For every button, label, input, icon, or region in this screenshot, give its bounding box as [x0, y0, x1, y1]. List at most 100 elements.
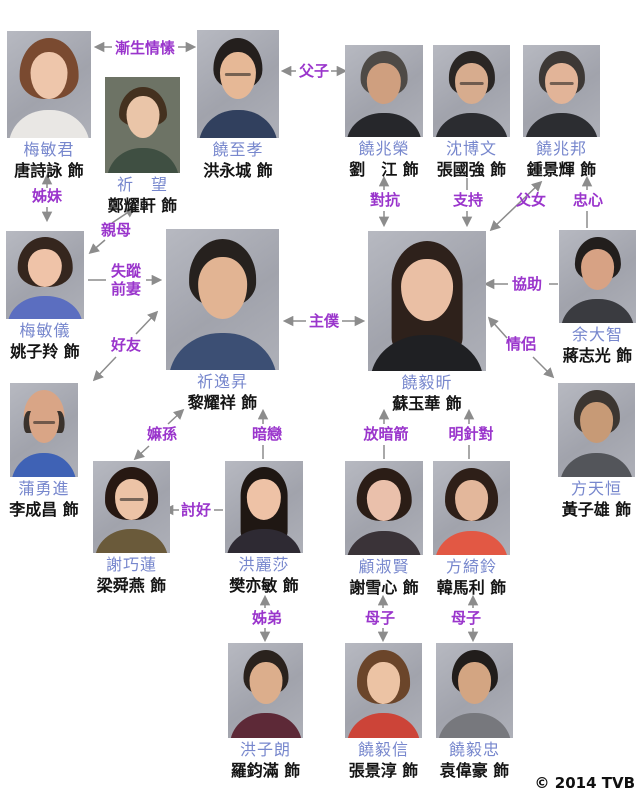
- relation-label-father-son: 父子: [298, 62, 330, 80]
- portrait-hung-lai-sa: [225, 461, 303, 553]
- actor-name: 袁偉豪 飾: [439, 761, 510, 780]
- link-birth-mother-down: [88, 239, 106, 255]
- relation-label-loyalty: 忠心: [572, 191, 604, 209]
- portrait-yiu-siu-bong: [523, 45, 600, 137]
- character-name: 饒兆邦: [535, 139, 587, 158]
- portrait-torso: [346, 113, 422, 137]
- character-name: 蒲勇進: [18, 479, 70, 498]
- portrait-torso: [94, 529, 169, 553]
- relation-label-covert-attack: 放暗箭: [363, 425, 409, 443]
- portrait-torso: [226, 529, 302, 553]
- relation-label-supports: 支持: [452, 191, 484, 209]
- portrait-torso: [7, 296, 83, 319]
- actor-name: 梁舜燕 飾: [96, 576, 167, 595]
- character-name: 祈 望: [116, 175, 168, 194]
- portrait-torso: [434, 113, 509, 137]
- glasses: [224, 73, 252, 77]
- relation-label-master-servant: 主僕: [308, 312, 340, 330]
- portrait-face: [366, 662, 401, 704]
- portrait-face: [126, 96, 159, 139]
- portrait-face: [401, 259, 453, 321]
- actor-name: 黃子雄 飾: [561, 500, 632, 519]
- actor-name: 張景淳 飾: [348, 761, 419, 780]
- actor-name: 張國強 飾: [436, 160, 507, 179]
- character-name: 祈逸昇: [196, 372, 248, 391]
- character-name: 梅敏君: [23, 140, 75, 159]
- person-card-tse-hau-lin: 謝巧蓮 梁舜燕 飾: [93, 461, 170, 594]
- relation-label-mother-son-2: 母子: [450, 609, 482, 627]
- character-name: 顧淑賢: [358, 557, 410, 576]
- actor-name: 謝雪心 飾: [349, 578, 419, 597]
- relation-label-secret-crush: 暗戀: [251, 425, 283, 443]
- portrait-tse-hau-lin: [93, 461, 170, 553]
- person-card-kei-yat-sing: 祈逸昇 黎耀祥 飾: [166, 229, 279, 411]
- actor-name: 李成昌 飾: [9, 500, 79, 519]
- portrait-face: [454, 479, 489, 522]
- relation-label-rivals: 對抗: [369, 191, 401, 209]
- portrait-torso: [198, 109, 278, 138]
- actor-name: 洪永城 飾: [203, 161, 273, 180]
- portrait-torso: [346, 713, 421, 738]
- portrait-fong-yee-ling: [433, 461, 510, 555]
- person-card-yu-tai-chi: 余大智 蔣志光 飾: [559, 230, 636, 364]
- character-name: 饒毅信: [357, 740, 409, 759]
- relation-label-line2: 前妻: [110, 280, 142, 298]
- relation-label-missing-ex-wife: 失蹤 前妻: [111, 262, 141, 298]
- portrait-torso: [559, 452, 634, 477]
- character-name: 方綺鈴: [445, 557, 497, 576]
- person-card-yiu-ngai-yan: 饒毅昕 蘇玉華 飾: [368, 231, 486, 412]
- portrait-face: [249, 662, 282, 704]
- person-card-fong-yee-ling: 方綺鈴 韓馬利 飾: [433, 461, 510, 596]
- portrait-face: [30, 52, 68, 100]
- actor-name: 蘇玉華 飾: [392, 394, 462, 413]
- portrait-face: [246, 479, 282, 520]
- relation-label-good-friends: 好友: [110, 336, 142, 354]
- portrait-po-yung-chun: [10, 383, 78, 477]
- character-name: 方天恒: [570, 479, 622, 498]
- person-card-yiu-siu-bong: 饒兆邦 鍾景輝 飾: [523, 45, 600, 178]
- portrait-torso: [106, 148, 179, 173]
- portrait-mui-man-yee: [6, 231, 84, 319]
- relation-label-father-daughter: 父女: [515, 191, 547, 209]
- portrait-yu-tai-chi: [559, 230, 636, 323]
- portrait-yiu-ngai-yan: [368, 231, 486, 371]
- actor-name: 劉 江 飾: [349, 160, 419, 179]
- person-card-koo-suk-yin: 顧淑賢 謝雪心 飾: [345, 461, 423, 596]
- character-name: 饒毅忠: [448, 740, 500, 759]
- portrait-hung-tsz-long: [228, 643, 303, 738]
- portrait-torso: [560, 298, 635, 323]
- portrait-face: [579, 401, 614, 444]
- portrait-torso: [11, 452, 77, 477]
- link-lovers-down: [532, 356, 555, 379]
- relation-label-open-hostility: 明針對: [448, 425, 494, 443]
- person-card-yiu-ngai-chung: 饒毅忠 袁偉豪 飾: [436, 643, 513, 779]
- relation-label-growing-affection: 漸生情愫: [114, 39, 176, 57]
- portrait-torso: [370, 334, 484, 371]
- portrait-kei-mong: [105, 77, 180, 173]
- portrait-yiu-siu-wing: [345, 45, 423, 137]
- link-good-friends-up: [135, 310, 159, 335]
- relation-label-sister-brother: 姊弟: [251, 609, 283, 627]
- actor-name: 黎耀祥 飾: [187, 393, 258, 412]
- actor-name: 韓馬利 飾: [436, 578, 507, 597]
- person-card-mui-man-kwan: 梅敏君 唐詩詠 飾: [7, 31, 91, 179]
- portrait-torso: [437, 713, 512, 738]
- portrait-torso: [229, 713, 302, 738]
- portrait-face: [366, 479, 402, 522]
- character-name: 饒毅昕: [401, 373, 453, 392]
- glasses: [459, 81, 484, 85]
- link-father-daughter: [489, 180, 543, 232]
- person-card-po-yung-chun: 蒲勇進 李成昌 飾: [9, 383, 79, 519]
- relation-label-grandmother-grandson: 嫲孫: [146, 425, 178, 443]
- portrait-yiu-chi-hau: [197, 30, 279, 138]
- person-card-yiu-siu-wing: 饒兆榮 劉 江 飾: [345, 45, 423, 178]
- actor-name: 姚子羚 飾: [10, 342, 80, 361]
- relation-label-line1: 失蹤: [110, 262, 142, 280]
- portrait-fong-tin-hang: [558, 383, 635, 477]
- character-name: 洪麗莎: [238, 555, 290, 574]
- character-name: 饒至孝: [212, 140, 264, 159]
- glasses: [33, 420, 55, 424]
- person-card-hung-lai-sa: 洪麗莎 樊亦敏 飾: [225, 461, 303, 594]
- link-grandmother-grandson-down: [133, 445, 150, 461]
